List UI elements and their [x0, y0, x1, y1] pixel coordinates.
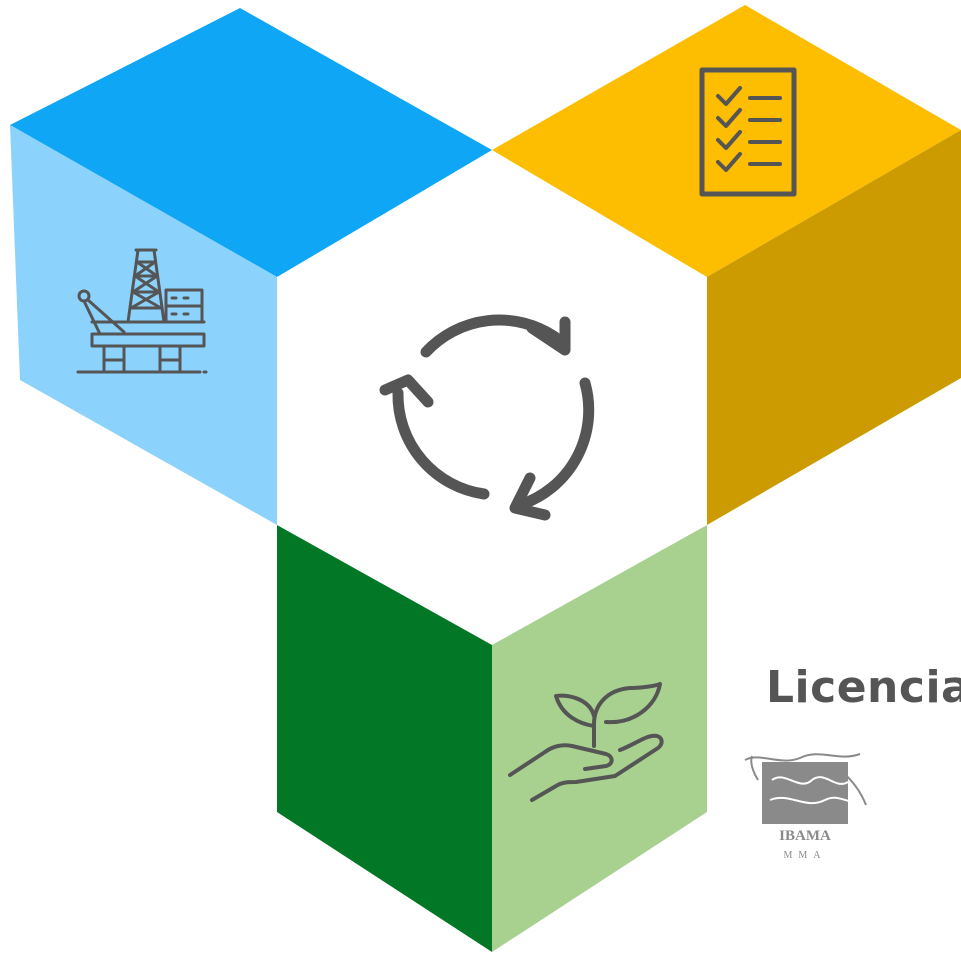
blue-cube-top-face: [10, 8, 492, 277]
ibama-logo-sub: MMA: [783, 850, 826, 861]
green-cube-left-face: [277, 525, 492, 952]
caption-title: Licencia: [766, 662, 961, 713]
plant-in-hand-icon: [508, 682, 664, 802]
yellow-cube-side-face: [707, 130, 961, 525]
offshore-oil-platform-icon: [76, 248, 208, 374]
checklist-icon: [699, 67, 797, 197]
ibama-logo: IBAMA MMA: [744, 753, 867, 861]
yellow-cube-top-face: [492, 5, 961, 277]
ibama-logo-name: IBAMA: [779, 828, 831, 844]
blue-cube-side-face: [10, 125, 277, 525]
cycle-arrows-icon: [379, 314, 595, 521]
green-cube-right-face: [492, 525, 707, 952]
